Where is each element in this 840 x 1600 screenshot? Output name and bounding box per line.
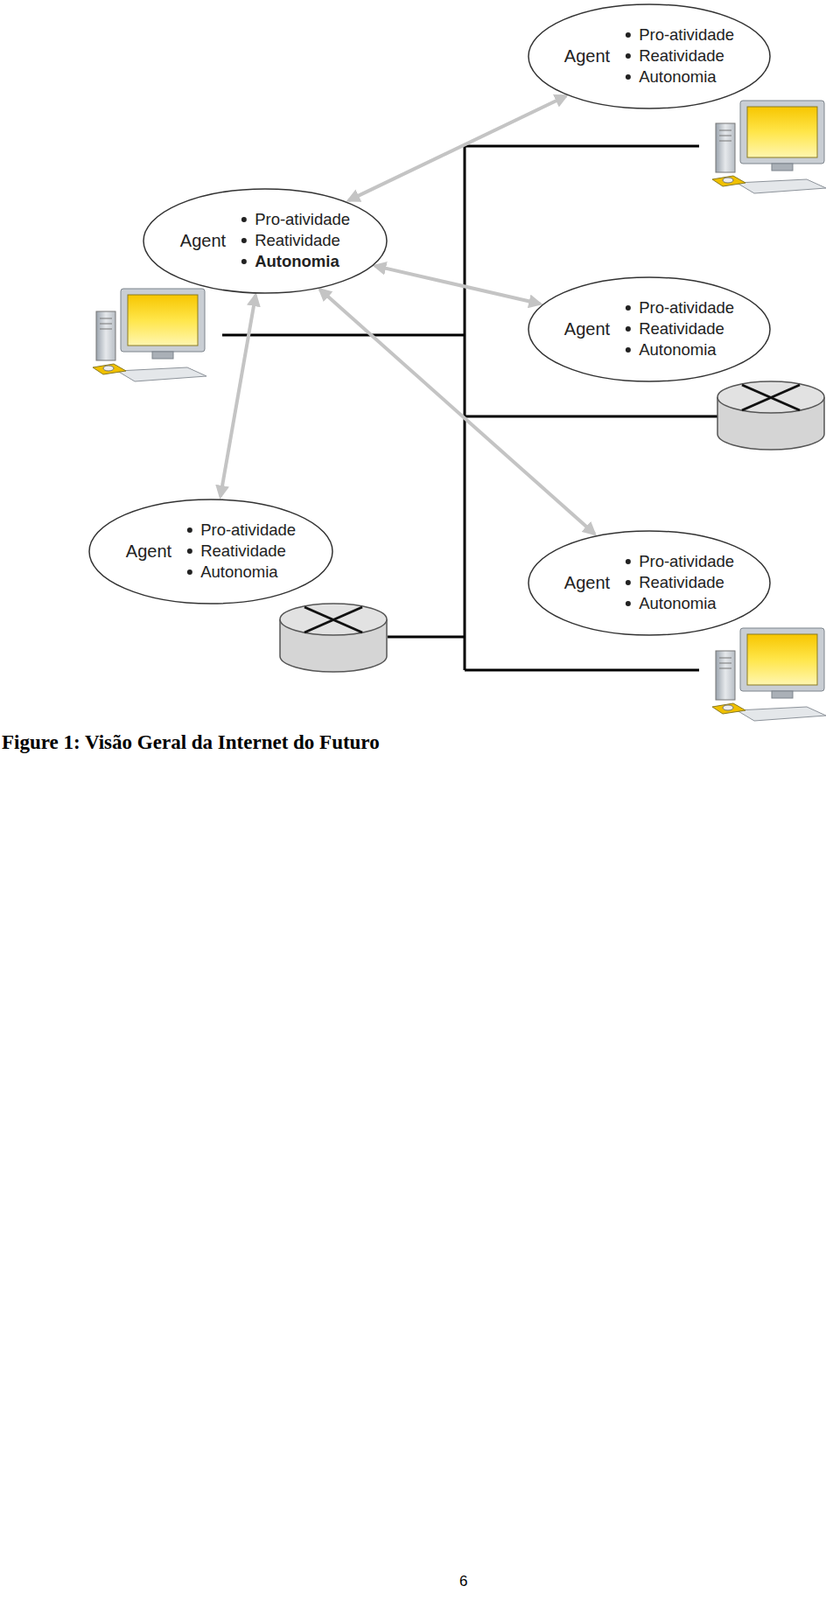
property-item: Reatividade — [625, 573, 735, 593]
property-item: Reatividade — [625, 319, 735, 339]
property-item: Reatividade — [187, 541, 296, 561]
property-text: Reatividade — [638, 573, 725, 593]
agent-content: Agent Pro-atividadeReatividadeAutonomia — [564, 298, 735, 360]
bullet-dot — [187, 548, 193, 554]
bullet-dot — [625, 559, 631, 565]
property-list: Pro-atividadeReatividadeAutonomia — [625, 298, 735, 360]
bidirectional-arrow — [348, 96, 566, 201]
property-list: Pro-atividadeReatividadeAutonomia — [187, 520, 296, 582]
agent-ellipse: Agent Pro-atividadeReatividadeAutonomia — [527, 530, 771, 637]
property-item: Pro-atividade — [187, 520, 296, 540]
property-item: Reatividade — [625, 46, 735, 66]
property-item: Autonomia — [625, 67, 735, 87]
router-icon — [280, 603, 387, 672]
property-text: Pro-atividade — [254, 210, 350, 230]
bullet-dot — [625, 580, 631, 586]
agent-ellipse: Agent Pro-atividadeReatividadeAutonomia — [142, 188, 388, 294]
property-text: Autonomia — [254, 252, 340, 272]
property-text: Reatividade — [254, 231, 341, 251]
property-item: Pro-atividade — [625, 298, 735, 318]
bullet-dot — [241, 259, 247, 265]
bullet-dot — [625, 32, 631, 38]
property-item: Pro-atividade — [625, 552, 735, 572]
property-list: Pro-atividadeReatividadeAutonomia — [625, 552, 735, 614]
property-list: Pro-atividadeReatividadeAutonomia — [625, 25, 735, 87]
property-text: Pro-atividade — [638, 298, 735, 318]
agent-content: Agent Pro-atividadeReatividadeAutonomia — [126, 520, 296, 582]
property-item: Pro-atividade — [625, 25, 735, 45]
property-item: Reatividade — [241, 231, 350, 251]
property-text: Autonomia — [638, 340, 716, 360]
property-text: Pro-atividade — [638, 552, 735, 572]
property-text: Pro-atividade — [200, 520, 296, 540]
bullet-dot — [187, 527, 193, 533]
figure-caption: Figure 1: Visão Geral da Internet do Fut… — [1, 731, 380, 755]
property-list: Pro-atividadeReatividadeAutonomia — [241, 210, 350, 272]
bullet-dot — [625, 326, 631, 332]
agent-content: Agent Pro-atividadeReatividadeAutonomia — [564, 552, 735, 614]
bullet-dot — [625, 305, 631, 311]
page-number: 6 — [459, 1573, 468, 1591]
property-text: Reatividade — [638, 319, 725, 339]
agent-heading: Agent — [564, 319, 610, 340]
property-item: Pro-atividade — [241, 210, 350, 230]
bullet-dot — [241, 217, 247, 223]
property-text: Reatividade — [200, 541, 287, 561]
agent-ellipse: Agent Pro-atividadeReatividadeAutonomia — [88, 498, 334, 605]
router-icon — [717, 381, 825, 450]
property-item: Autonomia — [625, 340, 735, 360]
bullet-dot — [625, 601, 631, 607]
property-text: Reatividade — [638, 46, 725, 66]
agent-heading: Agent — [180, 231, 226, 252]
agent-heading: Agent — [126, 541, 172, 562]
bullet-dot — [625, 53, 631, 59]
computer-icon — [712, 628, 826, 721]
computer-icon — [92, 288, 207, 382]
property-item: Autonomia — [241, 252, 350, 272]
bidirectional-arrow — [375, 266, 541, 304]
property-text: Pro-atividade — [638, 25, 735, 45]
property-text: Autonomia — [638, 594, 716, 614]
agent-content: Agent Pro-atividadeReatividadeAutonomia — [564, 25, 735, 87]
computer-icon — [712, 100, 826, 194]
property-text: Autonomia — [638, 67, 716, 87]
property-text: Autonomia — [200, 562, 278, 582]
bidirectional-arrow — [220, 294, 256, 497]
agent-heading: Agent — [564, 573, 610, 594]
bullet-dot — [187, 569, 193, 575]
agent-ellipse: Agent Pro-atividadeReatividadeAutonomia — [527, 3, 771, 110]
bullet-dot — [625, 74, 631, 80]
agent-heading: Agent — [564, 46, 610, 67]
property-item: Autonomia — [187, 562, 296, 582]
bullet-dot — [625, 347, 631, 353]
agent-ellipse: Agent Pro-atividadeReatividadeAutonomia — [527, 276, 771, 383]
property-item: Autonomia — [625, 594, 735, 614]
agent-content: Agent Pro-atividadeReatividadeAutonomia — [180, 210, 350, 272]
bullet-dot — [241, 238, 247, 244]
